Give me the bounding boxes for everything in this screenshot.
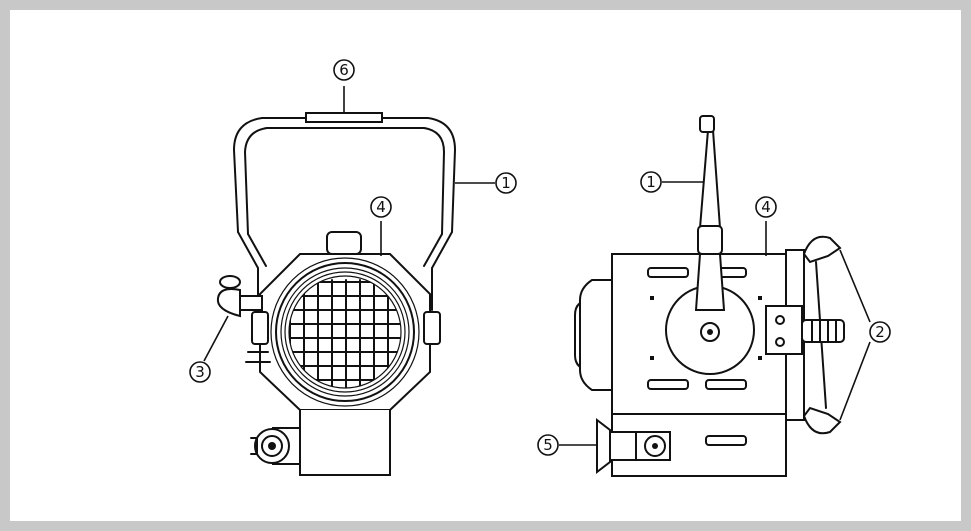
callout-front-3: 3 xyxy=(189,361,211,383)
side-barn-doors xyxy=(765,235,845,435)
side-yoke xyxy=(665,115,755,375)
front-right-pivot xyxy=(423,311,441,345)
callout-front-1-label: 1 xyxy=(501,174,511,192)
callout-front-6: 6 xyxy=(333,59,355,81)
fixture-drawing: 6 1 4 3 1 4 xyxy=(189,59,891,477)
front-tilt-knob xyxy=(216,275,271,363)
callout-side-4-label: 4 xyxy=(761,198,771,216)
callout-side-5-label: 5 xyxy=(543,436,553,454)
front-grid xyxy=(289,279,401,388)
side-base xyxy=(596,413,787,477)
callout-side-1: 1 xyxy=(640,171,662,193)
callout-front-1: 1 xyxy=(495,172,517,194)
side-view xyxy=(574,115,845,477)
callouts: 6 1 4 3 1 4 xyxy=(189,59,891,456)
callout-side-4: 4 xyxy=(755,196,777,218)
callout-front-4: 4 xyxy=(370,196,392,218)
callout-side-1-label: 1 xyxy=(646,173,656,191)
callout-side-2: 2 xyxy=(869,321,891,343)
callout-side-2-label: 2 xyxy=(875,323,885,341)
callout-front-6-label: 6 xyxy=(339,61,349,79)
diagram-frame: 6 1 4 3 1 4 xyxy=(10,10,961,521)
front-left-pivot xyxy=(251,311,269,345)
callout-front-3-label: 3 xyxy=(195,363,205,381)
front-base xyxy=(250,410,391,476)
callout-side-5: 5 xyxy=(537,434,559,456)
front-view xyxy=(216,112,456,476)
callout-front-4-label: 4 xyxy=(376,198,386,216)
